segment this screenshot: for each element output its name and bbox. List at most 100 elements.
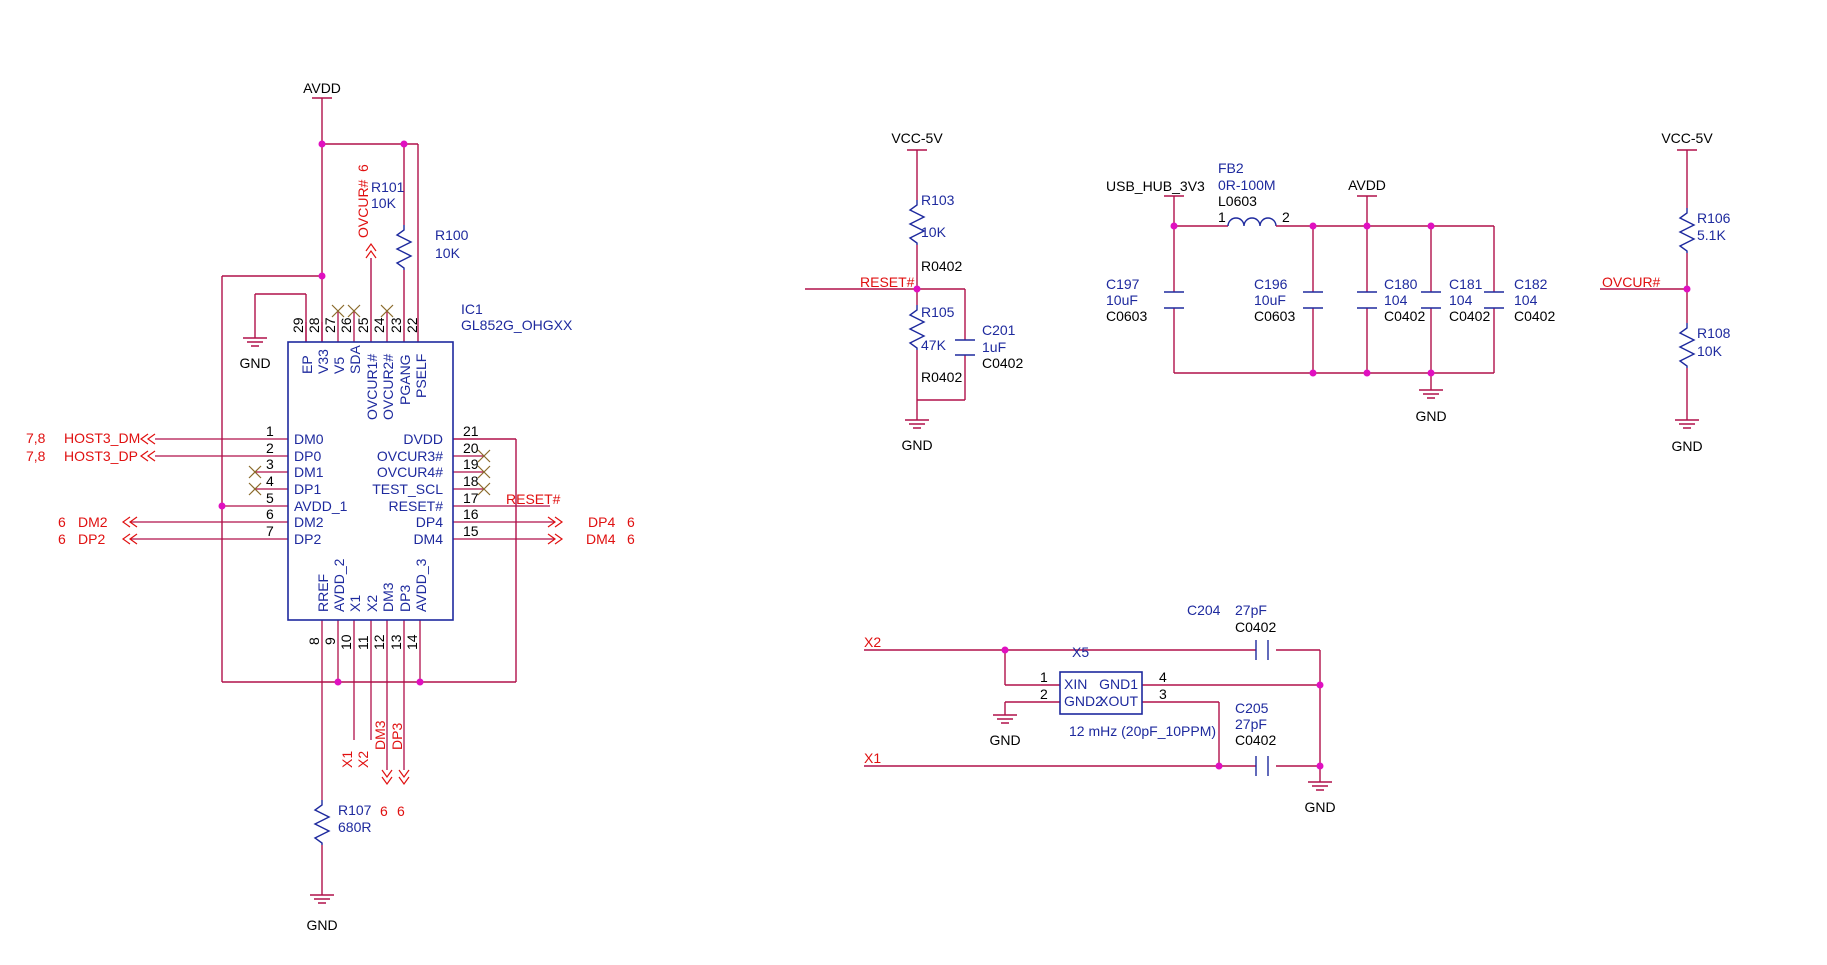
c204-ref: C204 [1187,602,1221,618]
svg-text:V5: V5 [331,357,347,374]
svg-text:2: 2 [266,440,274,456]
c205-value: 27pF [1235,716,1267,732]
r108-value: 10K [1697,343,1723,359]
svg-text:X1: X1 [347,595,363,612]
svg-text:DM0: DM0 [294,431,324,447]
reset-network [805,149,975,429]
reset-net-label-ic1: RESET# [506,491,561,507]
r105-pkg: R0402 [921,369,962,385]
svg-text:V33: V33 [315,349,331,374]
ic1-ref: IC1 [461,301,483,317]
ic1-left-pins: 1 2 3 4 5 6 7 DM0 DP0 DM1 DP1 AVDD_1 DM2… [266,423,348,547]
usb-hub-3v3-label: USB_HUB_3V3 [1106,178,1205,194]
svg-text:11: 11 [355,635,371,650]
svg-text:12: 12 [371,634,387,650]
vcc5v-label-reset: VCC-5V [891,130,943,146]
fb2-pin1: 1 [1218,209,1226,225]
svg-text:AVDD_3: AVDD_3 [413,558,429,612]
r103-ref: R103 [921,192,955,208]
power-filter [1164,195,1504,399]
c196-value: 10uF [1254,292,1286,308]
svg-text:27: 27 [322,317,338,333]
ic1-gnd-symbols [243,337,334,904]
c197-ref: C197 [1106,276,1140,292]
r107-value: 680R [338,819,371,835]
r101-ref: R101 [371,179,405,195]
gnd-label-filter: GND [1415,408,1446,424]
svg-text:RESET#: RESET# [389,498,444,514]
c180-pkg: C0402 [1384,308,1425,324]
x5-pin4-num: 4 [1159,669,1167,685]
host3-dm-sheet-ref: 7,8 [26,430,46,446]
ic1-right-pins: 21 20 19 18 17 16 15 DVDD OVCUR3# OVCUR4… [372,423,479,547]
c180-ref: C180 [1384,276,1418,292]
gnd-label-crystal: GND [1304,799,1335,815]
x5-pin2-num: 2 [1040,686,1048,702]
c197-value: 10uF [1106,292,1138,308]
c182-ref: C182 [1514,276,1548,292]
r105-ref: R105 [921,304,955,320]
svg-text:PGANG: PGANG [397,354,413,405]
svg-text:17: 17 [463,490,479,506]
resistor-r100 [395,225,413,270]
x5-desc: 12 mHz (20pF_10PPM) [1069,723,1216,739]
dp3-net-label: DP3 [389,723,405,750]
c181-pkg: C0402 [1449,308,1490,324]
svg-text:DP1: DP1 [294,481,321,497]
ic1-junctions [218,140,424,686]
c201-value: 1uF [982,339,1006,355]
r103-value: 10K [921,224,947,240]
c181-ref: C181 [1449,276,1483,292]
r107-ref: R107 [338,802,372,818]
svg-text:DM2: DM2 [294,514,324,530]
dm3-sheet-ref: 6 [380,803,388,819]
r108-ref: R108 [1697,325,1731,341]
c182-pkg: C0402 [1514,308,1555,324]
svg-text:TEST_SCL: TEST_SCL [372,481,443,497]
ic1-part: GL852G_OHGXX [461,317,573,333]
ic1-bottom-pins: 8 9 10 11 12 13 14 RREF AVDD_2 X1 X2 DM3… [306,558,429,650]
svg-text:26: 26 [338,317,354,333]
dm4-sheet-ref: 6 [627,531,635,547]
svg-text:28: 28 [306,317,322,333]
host3-dp-sheet-ref: 7,8 [26,448,46,464]
avdd-label-filter: AVDD [1348,177,1386,193]
svg-text:15: 15 [463,523,479,539]
x5-pin-gnd2: GND2 [1064,693,1103,709]
svg-text:9: 9 [322,637,338,645]
svg-text:PSELF: PSELF [413,354,429,398]
svg-text:20: 20 [463,440,479,456]
svg-text:23: 23 [388,317,404,333]
ovcur1-sheet-ref: 6 [355,164,371,172]
svg-text:16: 16 [463,506,479,522]
dp2-sheet-ref: 6 [58,531,66,547]
ic1-wiring [130,97,555,895]
dp4-sheet-ref: 6 [627,514,635,530]
fb2-pin2: 2 [1282,209,1290,225]
svg-text:OVCUR4#: OVCUR4# [377,464,443,480]
fb2-value: 0R-100M [1218,177,1276,193]
svg-text:OVCUR1#: OVCUR1# [364,354,380,420]
fb2-pkg: L0603 [1218,193,1257,209]
r103-pkg: R0402 [921,258,962,274]
svg-text:DM4: DM4 [413,531,443,547]
r101-value: 10K [371,195,397,211]
svg-text:DP0: DP0 [294,448,321,464]
svg-text:25: 25 [355,317,371,333]
svg-text:SDA: SDA [347,345,363,374]
dm4-net-label: DM4 [586,531,616,547]
c204-value: 27pF [1235,602,1267,618]
c182-value: 104 [1514,292,1538,308]
svg-text:6: 6 [266,506,274,522]
svg-text:EP: EP [299,355,315,374]
r106-ref: R106 [1697,210,1731,226]
svg-text:DP3: DP3 [397,585,413,612]
c205-pkg: C0402 [1235,732,1276,748]
dp2-net-label: DP2 [78,531,105,547]
svg-text:4: 4 [266,473,274,489]
svg-text:18: 18 [463,473,479,489]
svg-text:14: 14 [404,634,420,650]
r106-value: 5.1K [1697,227,1726,243]
svg-text:29: 29 [290,317,306,333]
